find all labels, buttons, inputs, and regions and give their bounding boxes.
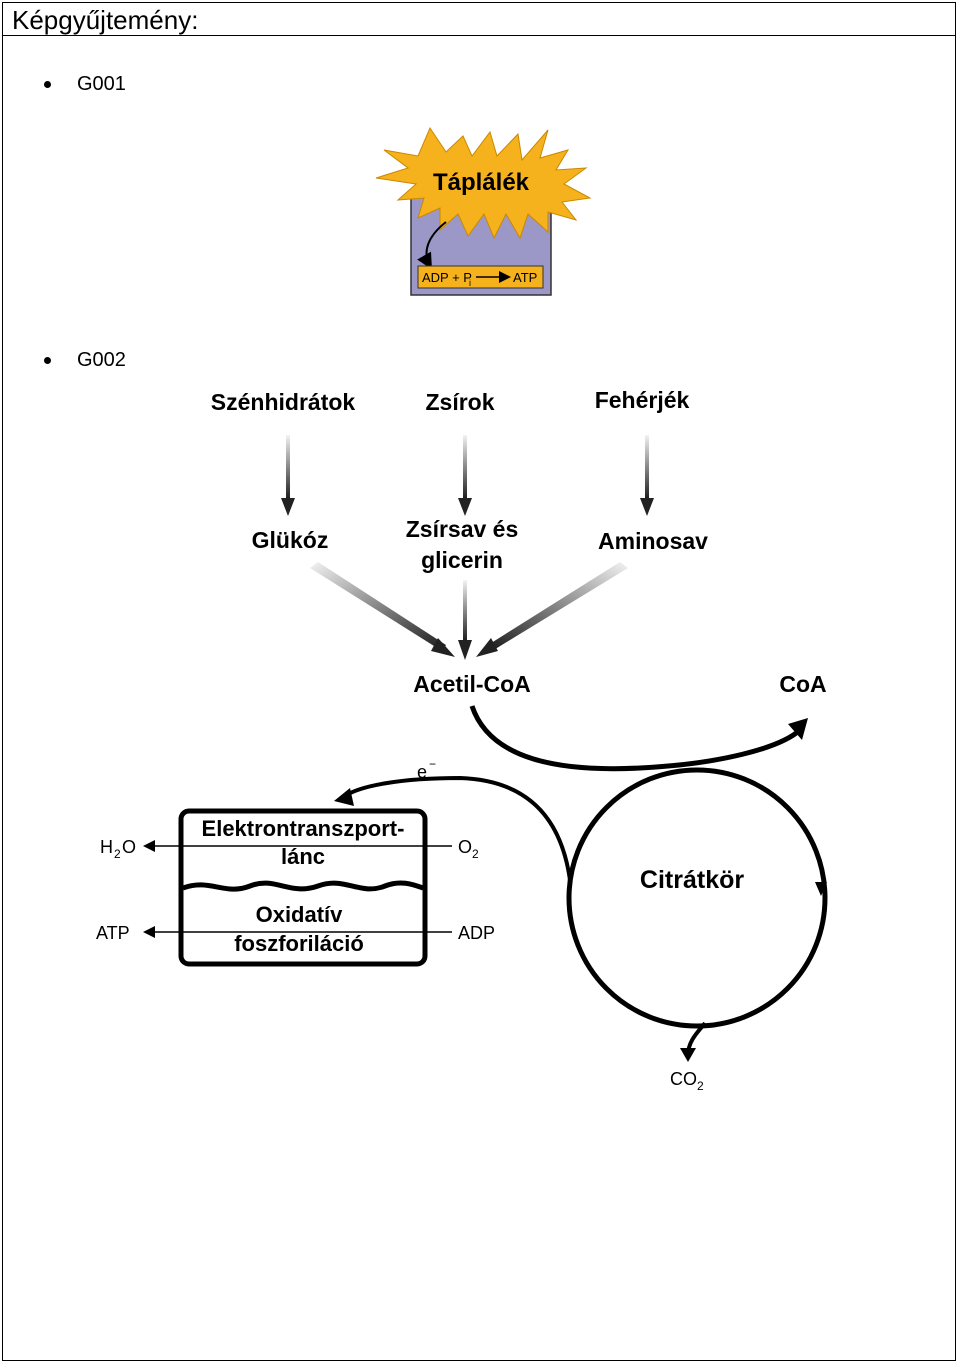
- cycle-direction-icon: [815, 882, 827, 896]
- converge-arrow-icon: [310, 562, 455, 657]
- header-bar: Képgyűjtemény:: [2, 2, 956, 36]
- list-item-g002: G002: [44, 348, 126, 372]
- source-fats: Zsírok: [425, 389, 494, 415]
- h2o-label: H: [100, 837, 113, 857]
- citrate-cycle-label: Citrátkör: [640, 866, 744, 894]
- co2-sub: 2: [697, 1079, 704, 1093]
- down-arrow-icon: [640, 435, 654, 516]
- membrane-wave: [182, 880, 424, 892]
- acetyl-to-coa-curve: [469, 705, 802, 772]
- co2-label: CO: [670, 1069, 697, 1089]
- citrate-cycle-circle: [566, 767, 828, 1029]
- h2o-end: O: [122, 837, 136, 857]
- burst-shape: [375, 126, 592, 240]
- converge-arrow-icon: [476, 562, 628, 657]
- source-carbohydrates: Szénhidrátok: [211, 389, 356, 415]
- converge-arrow-icon: [458, 580, 472, 660]
- product-fatty-acid-line1: Zsírsav és: [406, 516, 519, 542]
- electron-label: e: [417, 762, 427, 782]
- source-proteins: Fehérjék: [595, 387, 690, 413]
- list-item-g001: G001: [44, 72, 126, 96]
- burst-label: Táplálék: [433, 169, 530, 196]
- coa-arrowhead-icon: [788, 718, 808, 740]
- atp-label: ATP: [96, 923, 130, 943]
- bullet-icon: [44, 81, 51, 89]
- reaction-left: ADP + P: [422, 270, 472, 285]
- down-arrow-icon: [458, 435, 472, 516]
- product-amino-acid: Aminosav: [598, 528, 708, 554]
- h2o-sub: 2: [114, 847, 121, 861]
- reaction-sub: i: [469, 278, 471, 288]
- co2-arrowhead-icon: [680, 1048, 696, 1062]
- list-item-label: G002: [77, 349, 126, 371]
- electron-curve: [343, 775, 572, 881]
- page-title: Képgyűjtemény:: [12, 5, 199, 35]
- coa-label: CoA: [779, 671, 826, 697]
- etc-label-line1: Elektrontranszport-: [202, 816, 405, 841]
- reaction-right: ATP: [513, 270, 537, 285]
- acetyl-coa-label: Acetil-CoA: [413, 671, 531, 697]
- product-glucose: Glükóz: [252, 527, 329, 553]
- o2-sub: 2: [472, 847, 479, 861]
- o2-label: O: [458, 837, 472, 857]
- etc-label-line2: lánc: [281, 844, 325, 869]
- bullet-icon: [44, 357, 51, 365]
- oxphos-label-line2: foszforiláció: [234, 931, 364, 956]
- list-item-label: G001: [77, 73, 126, 95]
- electron-sup: −: [429, 757, 436, 771]
- curved-arrow-icon: [417, 221, 447, 270]
- electron-arrowhead-icon: [334, 788, 354, 806]
- oxphos-label-line1: Oxidatív: [256, 902, 344, 927]
- etc-box: [178, 808, 428, 967]
- down-arrow-icon: [281, 435, 295, 516]
- product-fatty-acid-line2: glicerin: [421, 547, 503, 573]
- adp-label: ADP: [458, 923, 495, 943]
